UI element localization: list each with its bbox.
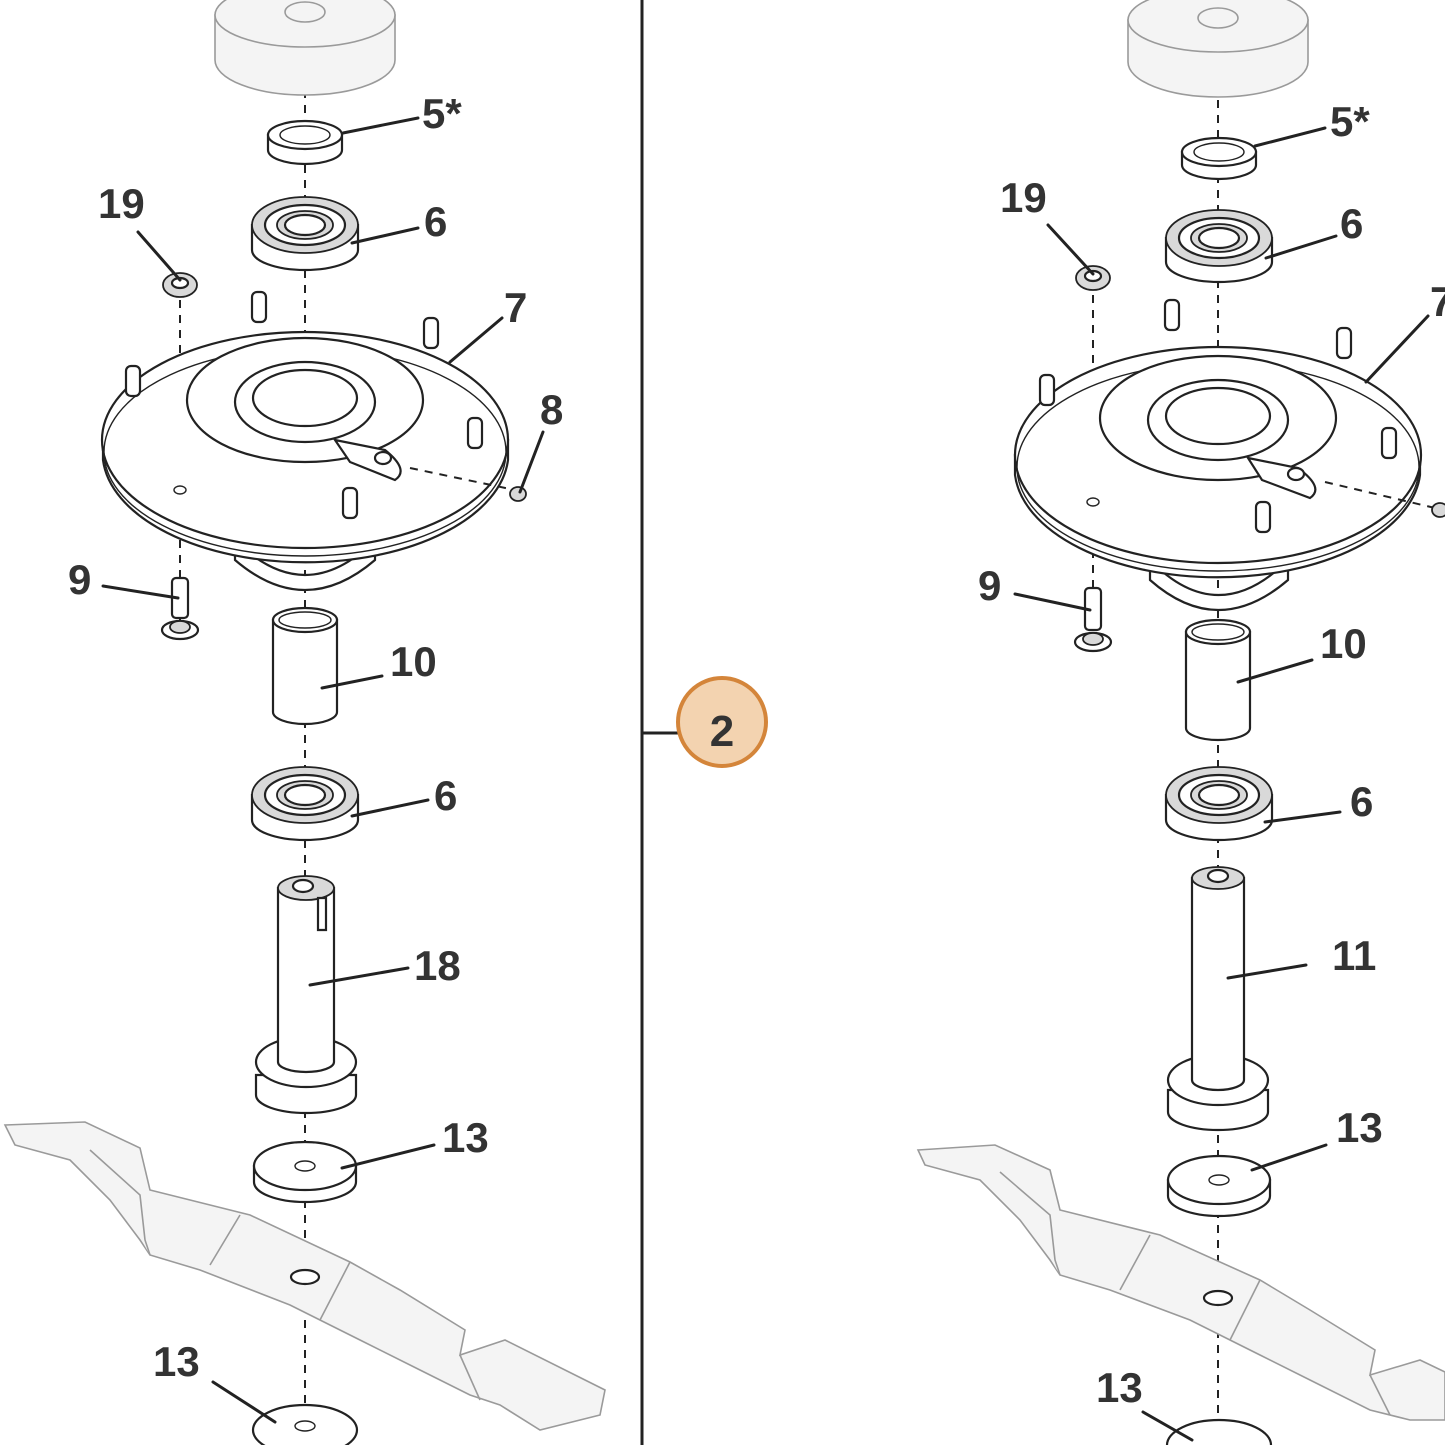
left-spacer-part [271, 606, 339, 726]
left-callout-1: 5* [422, 90, 462, 137]
right-callout-9: 13 [1336, 1104, 1383, 1151]
right-spacer-part [1184, 618, 1252, 742]
left-bolt-part [160, 576, 200, 641]
callout-labels: 5* 6 19 7 8 9 10 6 18 13 13 5* 6 19 7 9 10 6 11 13 13 [68, 90, 1445, 1411]
left-washer-lower [251, 1403, 359, 1450]
right-bolt-part [1073, 586, 1113, 653]
badge-number[interactable]: 2 [710, 707, 734, 756]
left-shaft-part [254, 875, 358, 1115]
left-leader-lines [101, 116, 545, 1424]
left-callout-8: 6 [434, 772, 457, 819]
left-callout-9: 18 [414, 942, 461, 989]
left-callout-3: 19 [98, 180, 145, 227]
right-callout-4: 7 [1430, 278, 1445, 325]
left-washer-upper [252, 1140, 358, 1204]
badge-circle[interactable] [676, 676, 768, 768]
left-bearing-lower [250, 766, 360, 842]
right-bearing-upper [1164, 209, 1274, 284]
right-callout-8: 11 [1332, 932, 1376, 979]
right-blade [916, 1144, 1445, 1421]
left-callout-4: 7 [504, 284, 527, 331]
right-callout-3: 19 [1000, 174, 1047, 221]
right-callout-1: 5* [1330, 98, 1370, 145]
left-spindle-assembly [3, 0, 606, 1450]
left-callout-7: 10 [390, 638, 437, 685]
right-shaft-part [1166, 866, 1270, 1132]
left-pulley [214, 0, 396, 96]
right-spindle-assembly [916, 0, 1445, 1450]
left-callout-11: 13 [153, 1338, 200, 1385]
left-callout-10: 13 [442, 1114, 489, 1161]
right-pulley [1127, 0, 1309, 98]
left-nut-part [162, 272, 198, 298]
right-callout-5: 9 [978, 562, 1001, 609]
right-seal-part [1180, 136, 1258, 181]
right-callout-6: 10 [1320, 620, 1367, 667]
right-callout-2: 6 [1340, 200, 1363, 247]
right-fitting-part [1324, 481, 1445, 518]
separator-badge[interactable]: 2 [676, 676, 768, 768]
left-callout-2: 6 [424, 198, 447, 245]
right-housing-part [1013, 298, 1423, 611]
left-callout-5: 8 [540, 386, 563, 433]
right-bearing-lower [1164, 766, 1274, 842]
left-housing-part [100, 290, 510, 592]
left-seal-part [266, 119, 344, 166]
left-blade [3, 1121, 606, 1431]
left-bearing-upper [250, 196, 360, 272]
left-housing-studs [124, 290, 484, 520]
right-callout-7: 6 [1350, 778, 1373, 825]
right-leader-lines [1013, 126, 1430, 1442]
right-callout-10: 13 [1096, 1364, 1143, 1411]
right-washer-upper [1166, 1154, 1272, 1218]
left-callout-6: 9 [68, 556, 91, 603]
right-nut-part [1075, 265, 1111, 291]
right-washer-lower [1165, 1418, 1273, 1450]
right-housing-studs [1038, 298, 1398, 534]
